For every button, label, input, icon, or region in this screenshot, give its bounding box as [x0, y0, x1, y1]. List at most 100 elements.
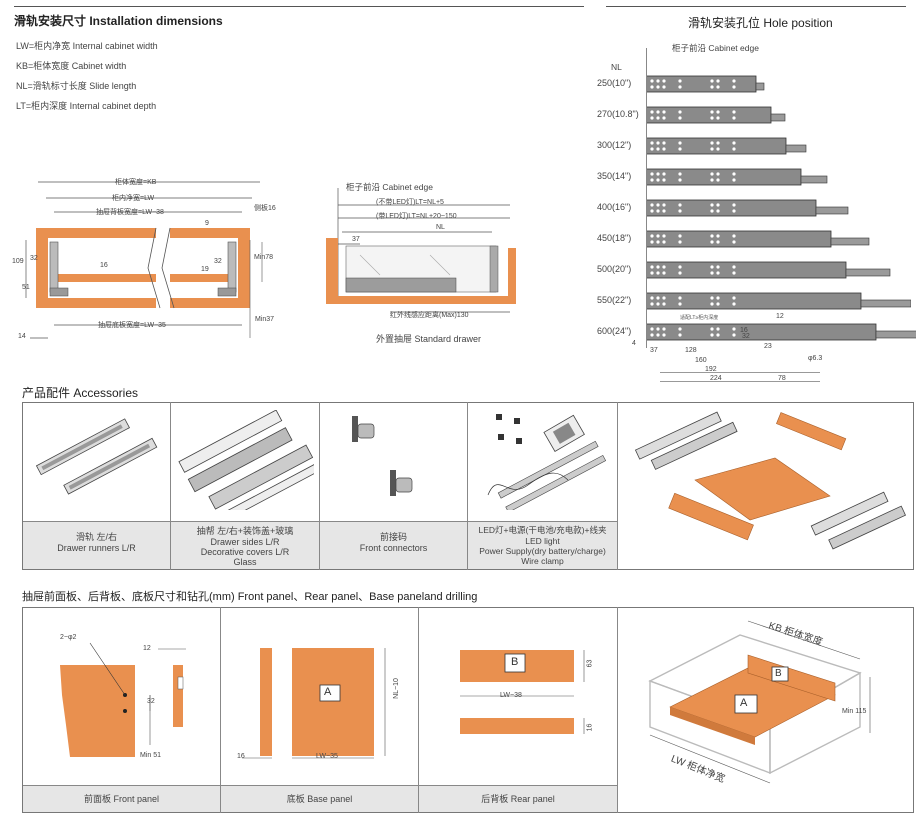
hole-row-label: 250(10"): [597, 78, 632, 88]
caption-rear-panel: 后背板 Rear panel: [419, 785, 617, 812]
front-view-diagram: [25, 181, 263, 339]
acc-led-en2: Power Supply(dry battery/charge): [479, 546, 606, 556]
side-view-diagram: [326, 188, 516, 313]
side-with-led: (带LED灯)LT=NL+20~150: [376, 213, 457, 220]
hole-dim-78: 78: [778, 375, 786, 382]
legend-lt: LT=柜内深度 Internal cabinet depth: [16, 101, 157, 111]
hole-edge-line: [646, 48, 647, 348]
hole-dim-37: 37: [650, 347, 658, 354]
led-light-image: [487, 414, 607, 510]
hole-dim-phi: φ6.3: [808, 355, 823, 362]
rear-panel-letter: B: [511, 656, 519, 668]
legend-lw: LW=柜内净宽 Internal cabinet width: [16, 41, 158, 51]
rear-panel-63: 63: [586, 659, 594, 668]
iso-a: A: [740, 697, 748, 709]
acc-sides-en: Drawer sides L/R: [210, 537, 280, 547]
hole-row-label: 270(10.8"): [597, 109, 639, 119]
side-caption: 外置抽屉 Standard drawer: [376, 334, 482, 344]
hole-dim-12: 12: [776, 313, 784, 320]
hole-row-slide: [646, 323, 916, 341]
legend-nl: NL=滑轨标寸长度 Slide length: [16, 81, 137, 91]
top-rule-left: [14, 6, 584, 7]
iso-drawing: [648, 620, 871, 784]
acc-divider-3: [467, 402, 468, 570]
dim-nine: 9: [205, 220, 209, 227]
acc-connectors-en: Front connectors: [359, 543, 428, 553]
base-panel-16: 16: [237, 753, 245, 760]
caption-base-panel: 底板 Base panel: [221, 785, 418, 812]
acc-sides-en3: Glass: [233, 557, 257, 567]
acc-sides-en2: Decorative covers L/R: [200, 547, 290, 557]
dim-19: 19: [201, 266, 209, 273]
dim-side: 侧板16: [254, 205, 276, 212]
caption-front-panel: 前面板 Front panel: [23, 785, 220, 812]
base-panel-letter: A: [324, 686, 332, 698]
hole-row-slide: [646, 199, 849, 217]
hole-row-label: 300(12"): [597, 140, 632, 150]
hole-row-slide: [646, 261, 891, 279]
base-panel-drawing: [242, 648, 386, 759]
side-37: 37: [352, 236, 360, 243]
side-cabinet-edge: 柜子前沿 Cabinet edge: [346, 182, 433, 192]
hole-dim-line-1: [660, 372, 820, 373]
dim-32: 32: [30, 255, 38, 262]
acc-runners-en: Drawer runners L/R: [57, 543, 136, 553]
acc-led-en: LED light: [525, 536, 560, 546]
iso-min115: Min 115: [842, 708, 867, 715]
hole-dim-16: 16: [740, 327, 748, 334]
acc-runners-cn: 滑轨 左/右: [75, 532, 117, 542]
hole-dim-23: 23: [764, 343, 772, 350]
drawer-assembly-image: [634, 411, 907, 550]
rear-panel-16: 16: [586, 723, 594, 732]
hole-row-slide: [646, 168, 828, 186]
hole-dim-4: 4: [632, 340, 636, 347]
top-rule-right: [606, 6, 906, 7]
acc-caption-runners: 滑轨 左/右 Drawer runners L/R: [23, 521, 170, 569]
front-connectors-image: [352, 416, 413, 496]
side-sensor: 红外线感应距离(Max)130: [390, 312, 469, 319]
hole-small-note: 适配LT≥柜内深度: [680, 315, 719, 321]
hole-dim-32: 32: [742, 333, 750, 340]
base-panel-nl10: NL−10: [392, 678, 400, 699]
hole-row-slide: [646, 106, 786, 124]
rear-panel-lw38: LW−38: [500, 692, 522, 699]
hole-row-slide: [646, 292, 911, 310]
accessories-title: 产品配件 Accessories: [22, 386, 139, 400]
front-panel-min51: Min 51: [140, 752, 162, 759]
dim-min78: Min78: [254, 254, 274, 261]
front-panel-32: 32: [147, 698, 155, 705]
acc-divider-2: [319, 402, 320, 570]
dim-32b: 32: [214, 258, 222, 265]
hole-dim-224: 224: [710, 375, 722, 382]
dim-16: 16: [100, 262, 108, 269]
hole-dim-192: 192: [705, 366, 717, 373]
acc-led-en3: Wire clamp: [521, 556, 564, 566]
hole-row-slide: [646, 230, 870, 248]
dim-lw: 柜内净宽=LW: [112, 195, 155, 202]
dim-109: 109: [12, 258, 24, 265]
acc-connectors-cn: 前接码: [379, 532, 407, 542]
hole-row-label: 450(18"): [597, 233, 632, 243]
hole-title: 滑轨安装孔位 Hole position: [688, 16, 833, 30]
hole-row-label: 500(20"): [597, 264, 632, 274]
front-panel-drawing: [60, 642, 186, 757]
side-nl: NL: [436, 224, 445, 231]
base-panel-lw35: LW−35: [316, 753, 338, 760]
panel-divider-3: [617, 607, 618, 813]
acc-caption-sides: 抽帮 左/右+装饰盖+玻璃 Drawer sides L/R Decorativ…: [171, 521, 319, 569]
hole-row-label: 550(22"): [597, 295, 632, 305]
panel-divider-1: [220, 607, 221, 813]
dim-kb: 柜体宽度=KB: [115, 179, 157, 186]
hole-row-label: 600(24"): [597, 326, 632, 336]
hole-row-slide: [646, 137, 807, 155]
front-panel-holes: 2−φ2: [60, 634, 77, 641]
acc-divider-1: [170, 402, 171, 570]
dim-back-width: 抽屉背板宽度=LW−38: [96, 209, 164, 216]
hole-row-label: 400(16"): [597, 202, 632, 212]
iso-b: B: [775, 668, 782, 679]
dim-bottom-width: 抽屉底板宽度=LW−35: [98, 322, 166, 329]
dim-51: 51: [22, 284, 30, 291]
hole-cabinet-edge: 柜子前沿 Cabinet edge: [672, 43, 759, 53]
acc-sides-cn: 抽帮 左/右+装饰盖+玻璃: [196, 526, 294, 536]
drawer-sides-image: [178, 410, 314, 510]
